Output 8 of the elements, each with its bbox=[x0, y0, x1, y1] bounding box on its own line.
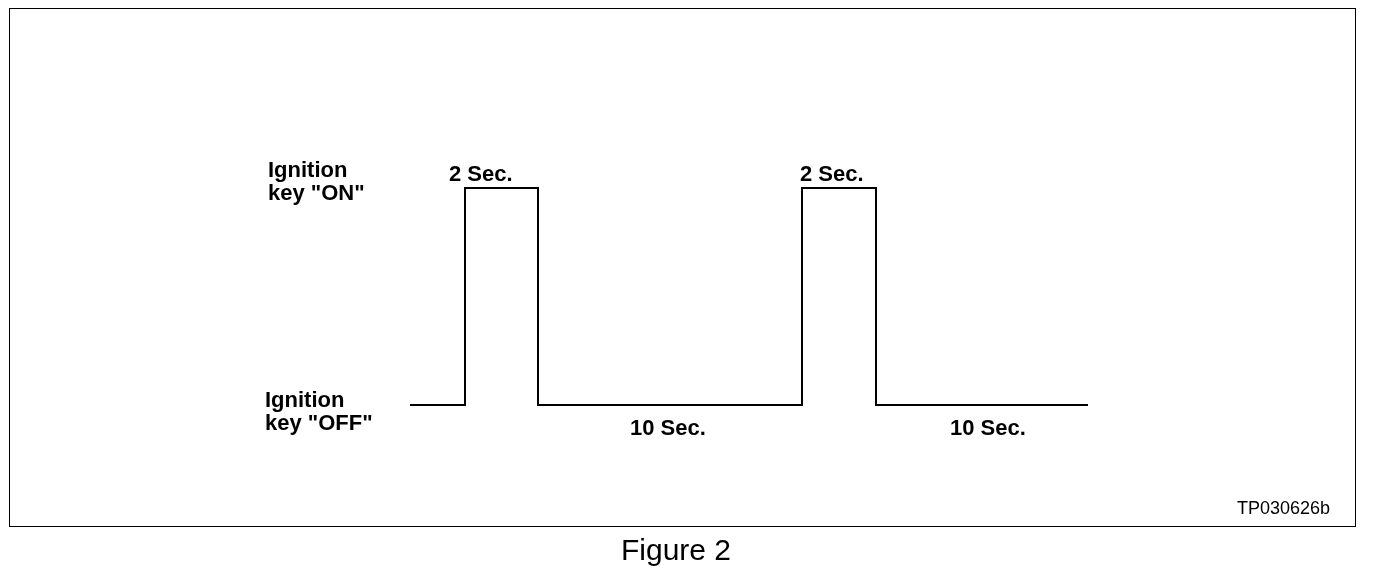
duration-label: 10 Sec. bbox=[630, 416, 706, 440]
state-label: Ignition key "ON" bbox=[268, 158, 366, 205]
duration-label: 2 Sec. bbox=[800, 162, 864, 186]
figure-code: TP030626b bbox=[1237, 499, 1331, 518]
figure-caption: Figure 2 bbox=[621, 534, 732, 566]
state-label: Ignition key "OFF" bbox=[265, 388, 374, 435]
duration-label: 2 Sec. bbox=[449, 162, 513, 186]
duration-label: 10 Sec. bbox=[950, 416, 1026, 440]
